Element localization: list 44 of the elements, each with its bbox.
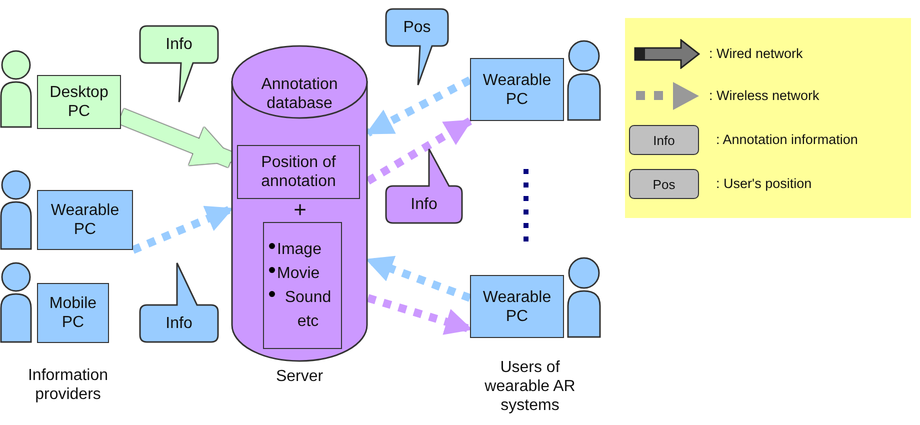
- node-label: Wearable PC: [482, 70, 552, 108]
- speech-bubble: [385, 148, 463, 224]
- bubble-label: Info: [164, 314, 194, 333]
- node-label: Position of annotation: [260, 153, 337, 191]
- node-label: Mobile PC: [48, 294, 98, 332]
- bubble-label: Info: [410, 195, 438, 214]
- speech-bubble: [139, 25, 219, 103]
- node-caption: Server: [274, 367, 324, 386]
- node-label: Desktop PC: [48, 83, 110, 121]
- person-icon: [0, 262, 32, 343]
- group-caption: Users of wearable AR systems: [484, 358, 576, 415]
- node-label: Wearable PC: [482, 288, 552, 326]
- wireless-arrow: [131, 205, 234, 254]
- legend-key: Pos: [629, 169, 699, 199]
- list-item: Movie: [277, 264, 320, 284]
- bubble-label: Pos: [402, 18, 432, 37]
- person-icon: [567, 257, 601, 338]
- node-label: Annotation database: [260, 75, 339, 113]
- legend-text: : User's position: [716, 176, 812, 191]
- person-icon: [0, 170, 32, 250]
- node-label: Wearable PC: [50, 201, 120, 239]
- list-item: Image: [277, 240, 322, 260]
- content-box: [263, 222, 342, 349]
- list-item: Sound etc: [284, 288, 332, 332]
- person-icon: [0, 50, 32, 128]
- person-icon: [567, 40, 601, 121]
- device-box: [37, 283, 109, 343]
- device-box: [237, 145, 360, 199]
- bubble-label: Info: [164, 35, 194, 54]
- legend-text: : Annotation information: [716, 132, 858, 147]
- legend-text: : Wireless network: [709, 88, 820, 103]
- device-box: [470, 275, 564, 338]
- wireless-arrow: [365, 256, 472, 302]
- legend-key: Info: [629, 125, 699, 155]
- plus-sign: +: [292, 199, 308, 221]
- legend-text: : Wired network: [709, 46, 803, 61]
- wireless-arrow: [366, 118, 472, 184]
- speech-bubble: [139, 262, 219, 343]
- group-caption: Information providers: [26, 366, 110, 404]
- speech-bubble: [385, 8, 449, 86]
- device-box: [470, 58, 564, 121]
- device-box: [37, 75, 121, 129]
- device-box: [37, 190, 133, 250]
- wireless-arrow: [366, 76, 472, 137]
